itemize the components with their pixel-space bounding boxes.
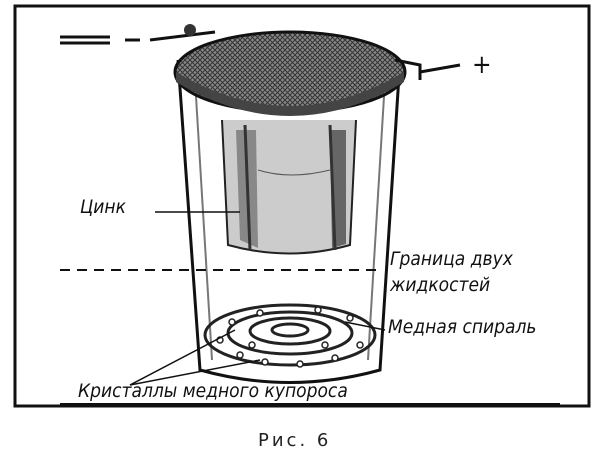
copper-spiral-label: Медная спираль — [388, 316, 537, 338]
crystals-label: Кристаллы медного купороса — [78, 380, 348, 402]
mesh-lid — [173, 30, 407, 114]
zinc-label: Цинк — [80, 196, 126, 218]
plus-sign: + — [472, 50, 492, 80]
crystals-leader-2 — [129, 359, 261, 386]
figure-caption: Рис. 6 — [258, 430, 332, 451]
positive-terminal — [394, 58, 461, 80]
zinc-electrode — [221, 119, 357, 255]
crystals-leader-1 — [129, 329, 236, 386]
spiral-leader — [344, 321, 386, 331]
frame — [13, 4, 591, 408]
lid-rim — [176, 72, 404, 116]
negative-terminal — [60, 24, 216, 45]
crystals — [216, 306, 364, 368]
boundary-label-line1: Граница двух — [390, 248, 513, 270]
boundary-label-line2: жидкостей — [390, 274, 491, 296]
